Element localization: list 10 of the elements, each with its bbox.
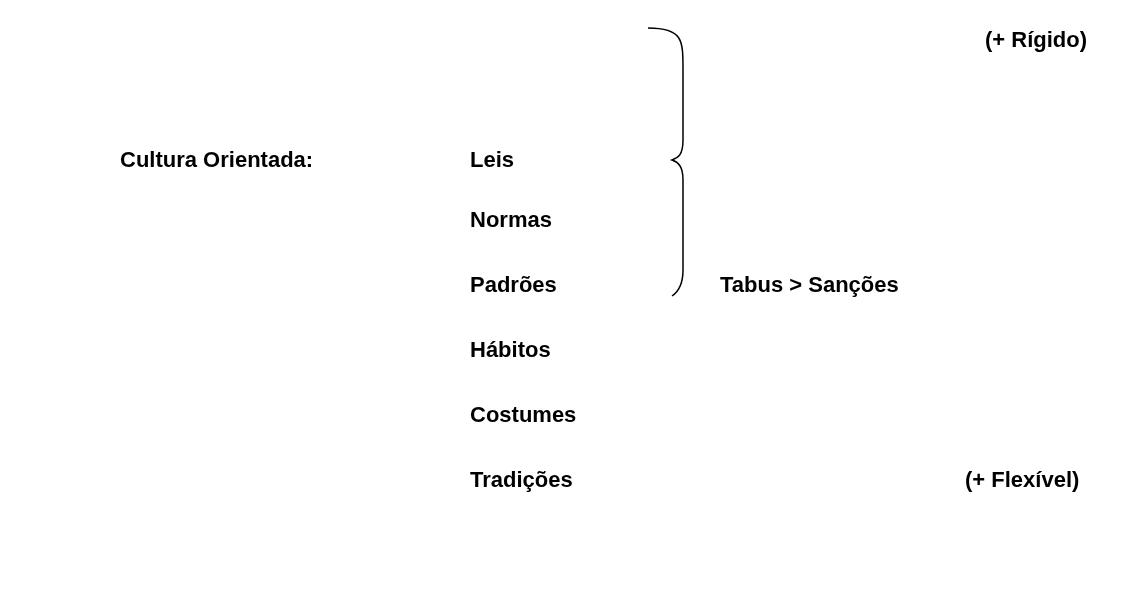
note-label: Tabus > Sanções	[720, 272, 899, 298]
item-label: Leis	[470, 147, 515, 173]
item-label: Normas	[470, 207, 552, 233]
scale-label: (+ Rígido)	[985, 27, 1088, 53]
item-label: Padrões	[470, 272, 557, 298]
scale-label: (+ Flexível)	[965, 467, 1080, 493]
item-label: Costumes	[470, 402, 577, 428]
heading-label: Cultura Orientada:	[120, 147, 314, 173]
item-label: Hábitos	[470, 337, 551, 363]
item-label: Tradições	[470, 467, 573, 493]
